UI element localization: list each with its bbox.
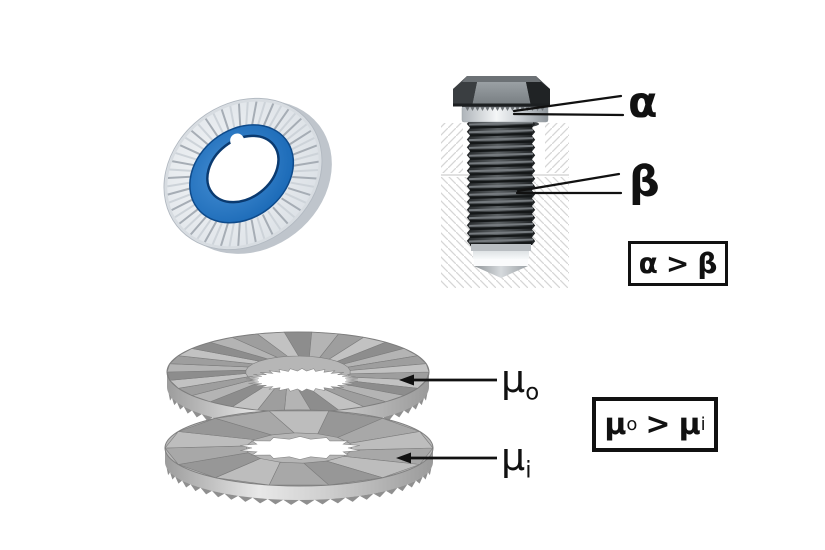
washer-pair-lower [164, 409, 434, 505]
friction-relation-operator: > [645, 407, 671, 442]
alpha-label: α [628, 78, 658, 128]
friction-relation-left-base: μ [604, 407, 627, 442]
friction-relation-right-base: μ [678, 407, 701, 442]
shank-band-light [473, 251, 529, 259]
angle-relation-operator: > [665, 247, 690, 280]
threaded-shaft [466, 120, 536, 246]
angle-relation-box: α>β [628, 241, 728, 286]
bolt-head [453, 76, 550, 107]
mu-inner-arrowhead-icon [396, 452, 411, 464]
beta-label: β [629, 157, 660, 207]
mu-inner-label: μi [501, 438, 532, 482]
mu-outer-subscript: o [525, 379, 540, 406]
friction-relation-right-sub: i [700, 414, 706, 435]
friction-relation-left-sub: o [626, 414, 638, 435]
angle-relation-right: β [697, 247, 718, 280]
bolt-tip-cone [474, 266, 528, 278]
shank-band-white [474, 259, 528, 266]
bolt-cross-section [441, 76, 625, 288]
mu-arrows [396, 374, 497, 464]
angle-relation-left: α [638, 247, 658, 280]
alpha-leader-upper [512, 94, 623, 113]
mu-inner-base: μ [501, 435, 526, 479]
leader-lines [512, 94, 625, 195]
mu-inner-subscript: i [525, 457, 532, 484]
washer-pair-upper [166, 331, 430, 432]
shank-band-dark [471, 244, 531, 251]
mu-outer-label: μo [501, 360, 539, 404]
alpha-leader-lower [512, 112, 625, 117]
mu-outer-base: μ [501, 357, 526, 401]
lock-washer-photo [163, 97, 332, 254]
beta-leader-upper [516, 172, 621, 193]
mu-outer-arrowhead-icon [399, 374, 414, 386]
